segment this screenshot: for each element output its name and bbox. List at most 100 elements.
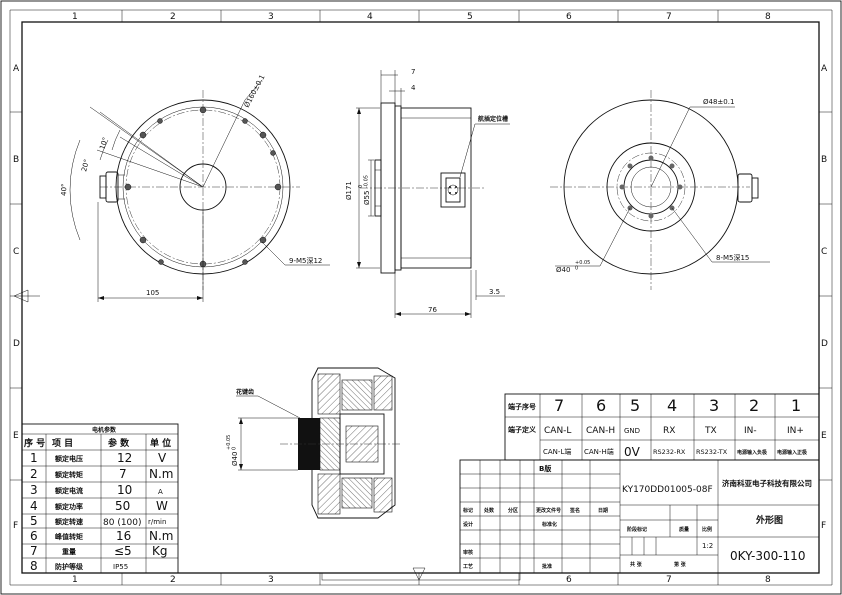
- terminal-numbers: 7 6 5 4 3 2 1: [554, 396, 801, 415]
- col-label: 6: [566, 12, 572, 22]
- side-view: [356, 70, 510, 318]
- centering-marks: [13, 289, 521, 581]
- rear-view: [550, 90, 770, 290]
- side-dim-3.5: 3.5: [489, 288, 500, 296]
- terminal-sub: RS232-RX: [653, 448, 686, 456]
- title-label: 工艺: [463, 563, 473, 570]
- section-dia: Ø40: [231, 452, 239, 466]
- terminal-sub: 电源输入负极: [737, 449, 767, 456]
- spec-cell: 重量: [62, 547, 76, 556]
- spec-cell: 额定转速: [54, 517, 83, 526]
- title-label: 第 张: [674, 561, 687, 568]
- side-dim-7: 7: [411, 68, 415, 76]
- spec-header: 序 号: [24, 437, 45, 449]
- terminal-sub: CAN-H端: [584, 447, 614, 456]
- row-label: A: [821, 64, 828, 74]
- terminal-def: CAN-H: [586, 426, 615, 436]
- title-label: 标准化: [541, 521, 557, 528]
- side-tol-55: 0-0.05: [358, 175, 370, 188]
- section-view: [236, 367, 400, 519]
- spec-cell: W: [156, 499, 168, 513]
- title-drawing-no: KY170DD01005-08F: [622, 485, 713, 495]
- spec-title: 电机参数: [92, 426, 117, 434]
- front-view: [69, 79, 330, 302]
- title-name: 外形图: [755, 514, 783, 526]
- col-label: 2: [170, 575, 176, 585]
- title-label: 比例: [702, 526, 712, 533]
- side-dim-76: 76: [428, 306, 437, 314]
- title-label: 设计: [463, 521, 473, 528]
- spec-cell: 额定转矩: [54, 470, 83, 479]
- spec-rows: 1 额定电压 12 V 2 额定转矩 7 N.m 3 额定电流 10 A 4 额…: [30, 451, 173, 573]
- spec-cell: 峰值转矩: [55, 532, 83, 541]
- rear-holes-callout: 8-M5深15: [716, 253, 749, 262]
- title-label: 更改文件号: [536, 507, 561, 514]
- title-company: 济南科亚电子科技有限公司: [722, 478, 812, 488]
- terminal-def: GND: [624, 427, 640, 435]
- rear-dia-40: Ø40: [556, 266, 570, 274]
- spec-cell: 7: [30, 544, 38, 558]
- side-dia-55: Ø55: [363, 191, 371, 205]
- terminal-sub: CAN-L端 CAN-H端 0V RS232-RX RS232-TX 电源输入负…: [543, 445, 807, 459]
- terminal-defs: CAN-L CAN-H GND RX TX IN- IN+: [544, 426, 804, 436]
- title-scale: 1:2: [702, 542, 713, 550]
- spec-cell: A: [158, 488, 163, 496]
- col-label: 7: [666, 575, 672, 585]
- title-labels: 标记 处数 分区 更改文件号 签名 日期 设计 标准化 阶段标记 质量 比例 审…: [462, 507, 712, 570]
- row-label: C: [821, 247, 827, 257]
- col-label: 3: [268, 12, 274, 22]
- terminal-number: 1: [791, 396, 801, 415]
- spec-cell: 12: [117, 451, 132, 465]
- front-angle-40: 40°: [60, 183, 68, 196]
- terminal-row-label: 端子定义: [508, 425, 537, 434]
- side-dia-171: Ø171: [345, 181, 353, 200]
- row-label: D: [821, 339, 828, 349]
- section-label: 花键齿: [236, 388, 254, 396]
- title-label: 日期: [598, 507, 608, 514]
- terminal-row-label: 端子序号: [508, 402, 536, 411]
- frame-ticks: [9, 9, 833, 586]
- terminal-def: IN+: [787, 426, 804, 436]
- spec-cell: 10: [117, 483, 132, 497]
- col-label: 1: [72, 12, 78, 22]
- title-label: 批准: [542, 563, 552, 570]
- terminal-number: 6: [596, 396, 606, 415]
- title-version: B版: [539, 464, 551, 473]
- row-label: E: [821, 431, 827, 441]
- spec-cell: ≤5: [114, 544, 132, 558]
- front-dim-105: 105: [146, 289, 159, 297]
- spec-table: [21, 423, 179, 574]
- title-label: 共 张: [630, 561, 643, 568]
- rear-dia-48: Ø48±0.1: [703, 98, 734, 106]
- row-label: B: [13, 155, 19, 165]
- title-code: 0KY-300-110: [730, 549, 805, 563]
- terminal-def: TX: [704, 426, 717, 436]
- terminal-number: 3: [709, 396, 719, 415]
- spec-cell: 80 (100): [103, 518, 142, 528]
- spec-cell: 防护等级: [55, 562, 84, 571]
- spec-cell: IP55: [113, 563, 128, 571]
- spec-cell: 额定电流: [54, 486, 83, 495]
- row-label: D: [13, 339, 20, 349]
- title-label: 签名: [569, 507, 580, 514]
- spec-cell: 5: [30, 514, 38, 528]
- col-label: 8: [765, 575, 771, 585]
- col-label: 8: [765, 12, 771, 22]
- spec-cell: N.m: [149, 529, 173, 543]
- col-label: 7: [666, 12, 672, 22]
- row-label: F: [13, 521, 18, 531]
- spec-header: 项 目: [52, 438, 73, 449]
- terminal-table: [504, 393, 820, 461]
- col-label: 4: [367, 12, 373, 22]
- spec-header: 单 位: [150, 437, 171, 449]
- terminal-def: CAN-L: [544, 426, 571, 436]
- terminal-def: IN-: [744, 426, 757, 436]
- spec-cell: N.m: [149, 467, 173, 481]
- spec-cell: 7: [119, 467, 127, 481]
- spec-cell: 4: [30, 499, 38, 513]
- spec-cell: 50: [115, 499, 130, 513]
- terminal-number: 5: [630, 396, 640, 415]
- terminal-number: 4: [667, 396, 677, 415]
